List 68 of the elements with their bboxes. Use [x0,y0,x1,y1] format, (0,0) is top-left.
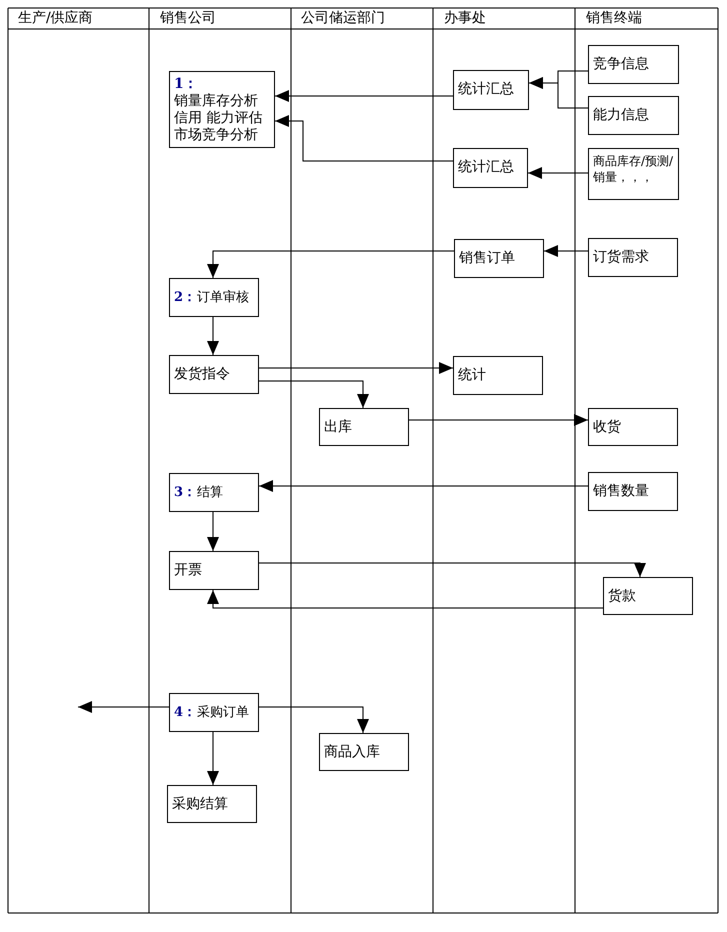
column-header: 公司储运部门 [301,10,385,26]
arrow [258,562,646,578]
arrow [207,590,604,608]
box-text: 订货需求 [593,249,650,266]
process-box [454,239,544,278]
arrow [258,362,454,374]
process-box [167,785,257,823]
box-text: 商品入库 [324,744,381,761]
process-box [453,356,543,395]
process-box [169,551,259,590]
process-box [319,408,409,446]
arrow [207,512,219,552]
process-box [169,355,259,394]
box-text: 发货指令 [174,366,231,383]
process-box [603,577,693,615]
arrow [274,90,454,102]
box-text: 采购订单 [197,704,250,721]
process-box [169,71,275,148]
arrow [258,480,588,492]
box-text: 统计汇总 [458,159,515,176]
process-box [588,148,679,200]
step-number: 2： [174,289,196,306]
process-box [169,693,259,732]
box-text: 销售订单 [459,250,516,267]
arrow [258,706,369,734]
box-text: 结算 [197,484,224,501]
process-box [588,238,678,277]
box-text: 开票 [174,562,203,579]
box-text: 能力信息 [593,107,650,124]
arrow [207,316,219,356]
arrow [528,77,588,108]
arrow [528,167,588,179]
column-header: 销售公司 [160,10,216,26]
column-header: 办事处 [444,10,486,26]
box-text: 采购结算 [172,796,229,813]
arrow [78,701,170,713]
box-text: 市场竞争分析 [174,127,259,144]
box-text: 统计 [458,367,487,384]
step-number: 4： [174,704,196,721]
box-text: 商品库存/预测/销量，，， [593,153,674,185]
process-box [169,473,259,512]
step-number: 3： [174,484,196,501]
box-text: 统计汇总 [458,81,515,98]
step-number: 1： [174,76,198,93]
box-text: 竞争信息 [593,56,650,73]
box-text: 信用 能力评估 [174,110,264,127]
arrow [207,250,454,278]
process-box [588,408,678,446]
arrow [544,245,588,257]
box-text: 销售数量 [593,483,650,500]
arrow [207,732,219,786]
process-box [453,70,529,110]
column-header: 销售终端 [586,10,642,26]
process-box [588,45,679,84]
arrow [408,414,588,426]
box-text: 出库 [324,419,353,436]
box-text: 货款 [608,588,637,605]
box-text: 收货 [593,419,622,436]
process-box [319,733,409,771]
box-text: 订单审核 [197,289,250,306]
process-box [588,96,679,135]
arrow [258,380,369,408]
process-box [169,278,259,317]
process-box [453,148,528,188]
box-text: 销量库存分析 [174,93,259,110]
arrow [274,115,454,162]
process-box [588,472,678,511]
column-header: 生产/供应商 [18,10,93,26]
